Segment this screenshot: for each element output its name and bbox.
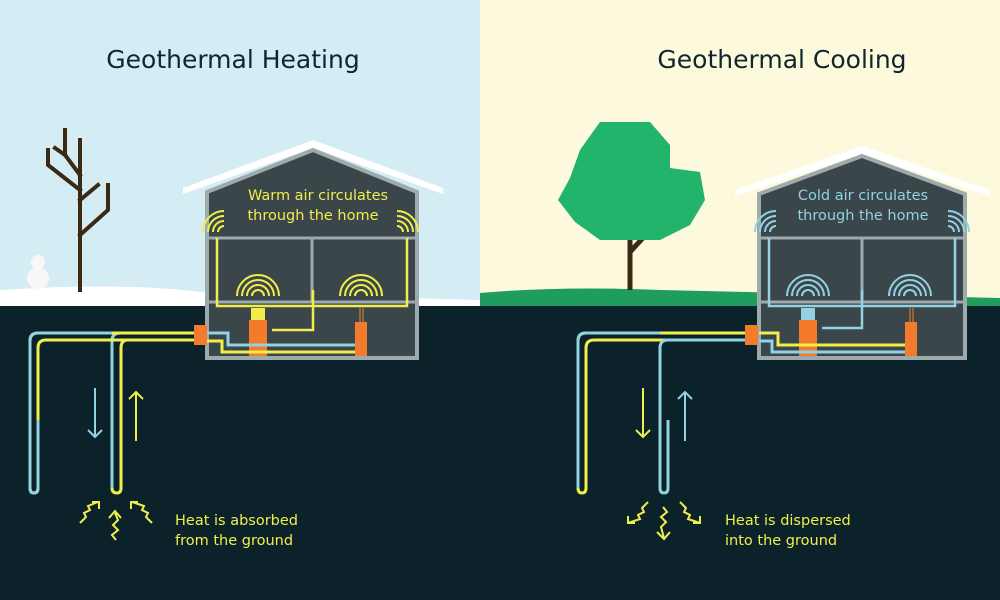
cooling-house-caption-1: Cold air circulates (798, 188, 928, 204)
cooling-house-caption-2: through the home (797, 208, 928, 224)
heating-house-caption-1: Warm air circulates (248, 188, 388, 204)
heating-ground-caption-1: Heat is absorbed (175, 513, 298, 529)
cooling-ground-caption-1: Heat is dispersed (725, 513, 851, 529)
cooling-ground-connector (745, 325, 758, 345)
heating-ground-loop (28, 331, 355, 495)
flow-down-arrow-icon (87, 388, 103, 439)
flow-up-arrow-icon (677, 390, 693, 441)
cooling-ground-caption-2: into the ground (725, 533, 837, 549)
heating-ground-caption-2: from the ground (175, 533, 293, 549)
cooling-title: Geothermal Cooling (657, 45, 906, 74)
heating-title: Geothermal Heating (106, 45, 359, 74)
water-heater-unit (905, 322, 917, 356)
flow-arrows (87, 388, 144, 441)
cooling-ground-loop (576, 331, 905, 495)
flow-up-arrow-icon (128, 390, 144, 441)
cooling-house: Cold air circulates through the home (735, 146, 990, 360)
flow-arrows (635, 388, 693, 441)
heat-absorb-arrows-icon (79, 501, 153, 541)
heat-pump-unit (249, 320, 267, 356)
heat-pump-unit (799, 320, 817, 356)
bare-tree (46, 128, 110, 292)
heat-disperse-arrows-icon (627, 501, 701, 541)
heating-ground-connector (194, 325, 207, 345)
heating-house-caption-2: through the home (247, 208, 378, 224)
green-tree (558, 122, 705, 290)
snowman (27, 255, 49, 289)
water-heater-unit (355, 322, 367, 356)
flow-down-arrow-icon (635, 388, 651, 439)
